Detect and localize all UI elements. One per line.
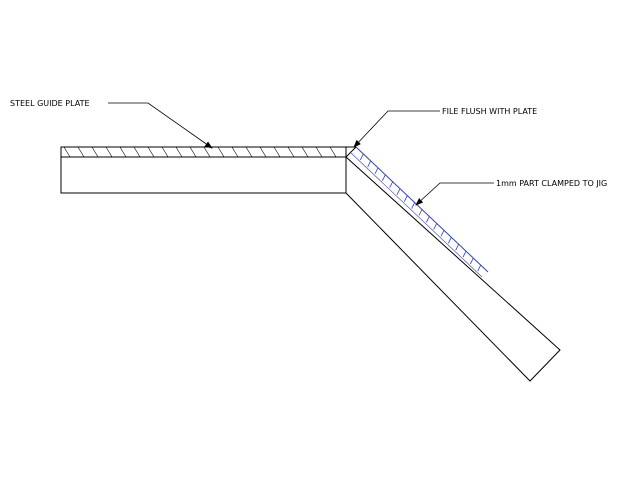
label-steel-guide-plate: STEEL GUIDE PLATE — [10, 99, 90, 108]
steel-guide-plate — [60, 146, 347, 158]
guide-plate-hatching — [63, 146, 337, 158]
plate-hatch-line — [259, 146, 267, 158]
plate-hatch-line — [329, 146, 337, 158]
part-hatch-line — [418, 209, 423, 216]
plate-hatch-line — [119, 146, 127, 158]
clamped-part-inner-edge — [349, 151, 483, 278]
plate-hatch-line — [147, 146, 155, 158]
part-hatch-line — [455, 244, 460, 251]
plate-hatch-line — [287, 146, 295, 158]
part-hatch-line — [403, 195, 408, 202]
plate-hatch-line — [105, 146, 113, 158]
plate-hatch-line — [301, 146, 309, 158]
part-hatch-line — [477, 264, 482, 272]
plate-hatch-line — [175, 146, 183, 158]
part-hatch-line — [389, 181, 394, 188]
part-hatch-line — [381, 174, 386, 181]
plate-hatch-line — [203, 146, 211, 158]
plate-hatch-line — [273, 146, 281, 158]
part-hatch-line — [396, 188, 401, 195]
part-hatch-line — [447, 237, 452, 244]
leader-part-clamped — [415, 182, 494, 206]
part-hatch-line — [367, 160, 372, 168]
part-hatch-line — [433, 223, 438, 230]
leader-file-flush — [353, 110, 440, 148]
leader-guide-plate — [108, 102, 213, 149]
plate-hatch-line — [133, 146, 141, 158]
plate-arm-joint-edge — [345, 146, 357, 158]
plate-hatch-line — [63, 146, 71, 158]
part-hatch-line — [425, 216, 430, 223]
part-hatch-line — [359, 153, 364, 161]
base-block — [60, 156, 347, 194]
plate-hatch-line — [315, 146, 323, 158]
plate-hatch-line — [217, 146, 225, 158]
plate-hatch-line — [245, 146, 253, 158]
part-hatch-line — [462, 250, 467, 258]
label-file-flush: FILE FLUSH WITH PLATE — [442, 107, 537, 116]
clamped-part-hatching — [359, 153, 482, 272]
part-hatch-line — [374, 167, 379, 175]
plate-hatch-line — [161, 146, 169, 158]
part-hatch-line — [411, 202, 416, 209]
angled-jig-arm — [345, 155, 561, 382]
label-part-clamped: 1mm PART CLAMPED TO JIG — [496, 179, 607, 188]
plate-hatch-line — [231, 146, 239, 158]
part-hatch-line — [440, 230, 445, 237]
plate-hatch-line — [91, 146, 99, 158]
part-hatch-line — [469, 257, 474, 265]
plate-hatch-line — [77, 146, 85, 158]
plate-hatch-line — [189, 146, 197, 158]
